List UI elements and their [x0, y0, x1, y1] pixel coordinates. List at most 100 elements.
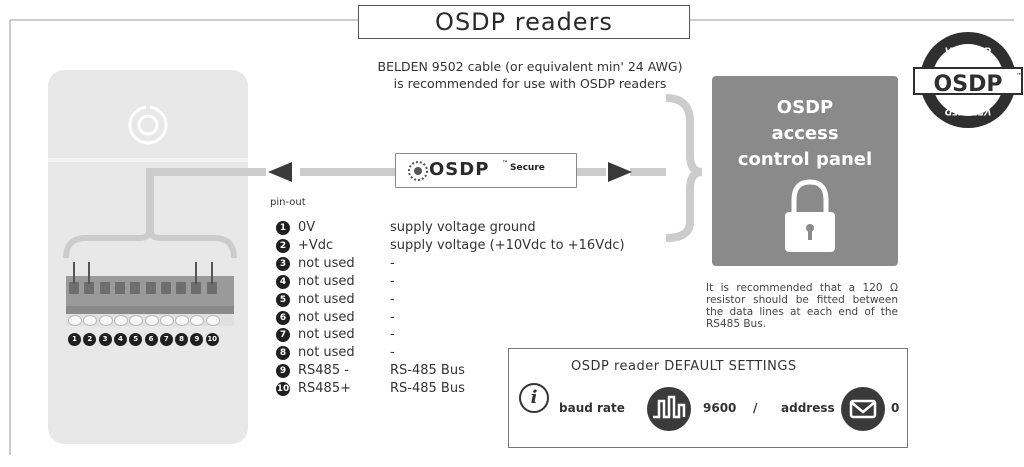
terminal-hole [175, 315, 190, 326]
access-control-panel [712, 76, 898, 266]
terminal-hole [205, 315, 220, 326]
pin-description: supply voltage ground [390, 220, 536, 235]
svg-text:VERIFIED: VERIFIED [945, 47, 992, 57]
terminal-wire [73, 262, 75, 284]
panel-title: OSDP access control panel [712, 95, 898, 173]
pin-description: - [390, 291, 395, 307]
pin-name: not used [298, 309, 355, 325]
terminal-number: 2 [83, 333, 97, 346]
lock-icon [785, 179, 835, 252]
osdp-chip-logo: OSDP [429, 159, 490, 180]
pin-row: 9 RS485 - RS-485 Bus [276, 362, 676, 380]
terminal-hole [113, 315, 128, 326]
arrow-right-icon [608, 162, 632, 182]
pin-description: - [390, 345, 395, 361]
svg-text:™: ™ [1016, 72, 1023, 80]
reader-logo-icon [128, 103, 168, 145]
terminal-hole [129, 315, 144, 326]
terminal-number: 4 [113, 333, 127, 346]
terminal-number: 8 [175, 333, 189, 346]
cable-note-line2: is recommended for use with OSDP readers [393, 76, 667, 91]
pin-number: 10 [276, 382, 290, 397]
panel-title-line2: access [771, 123, 839, 144]
terminal-hole [68, 315, 82, 326]
default-settings-box: OSDP reader DEFAULT SETTINGS i baud rate… [508, 348, 908, 448]
osdp-verified-badge-icon: OSDP ™ VERIFIED VERIFIED [913, 32, 1023, 128]
terminal-number: 6 [144, 333, 158, 346]
terminal-hole [144, 315, 159, 326]
terminal-number: 10 [205, 333, 219, 346]
terminal-screw [99, 282, 110, 294]
pin-row: 6 not used - [276, 309, 676, 327]
terminal-hole [190, 315, 205, 326]
pin-row: 8 not used - [276, 344, 676, 362]
cable-note-line1: BELDEN 9502 cable (or equivalent min' 24… [377, 59, 683, 74]
terminal-number: 3 [98, 333, 112, 346]
terminal-screw [130, 282, 141, 294]
terminal-hole [83, 315, 98, 326]
pin-description: supply voltage (+10Vdc to +16Vdc) [390, 237, 625, 253]
pin-number: 2 [276, 238, 290, 253]
pin-number: 1 [276, 221, 290, 235]
terminal-hole [98, 315, 113, 326]
info-icon: i [519, 383, 549, 413]
cable-note: BELDEN 9502 cable (or equivalent min' 24… [330, 58, 730, 92]
osdp-chip-tm: ™ [502, 160, 508, 167]
terminal-screw [160, 282, 171, 294]
page-title: OSDP readers [358, 5, 690, 39]
osdp-chip-icon [408, 161, 428, 181]
terminal-wire [210, 262, 213, 284]
pin-number: 8 [276, 346, 290, 361]
resistor-note: It is recommended that a 120 Ω resistor … [706, 282, 898, 330]
pin-name: RS485 - [298, 363, 349, 379]
reader-body [48, 70, 248, 444]
terminal-number: 7 [159, 333, 173, 346]
terminal-screw [176, 282, 187, 294]
osdp-chip-secure-label: Secure [510, 163, 545, 173]
pin-number: 4 [276, 274, 290, 289]
pin-name: not used [298, 345, 355, 361]
waveform-icon [647, 387, 691, 431]
pinout-label: pin-out [270, 197, 306, 208]
pin-number: 6 [276, 310, 290, 325]
pin-description: - [390, 327, 395, 343]
terminal-screw [145, 282, 156, 294]
pin-number: 7 [276, 328, 290, 343]
pin-row: 5 not used - [276, 291, 676, 309]
pin-description: - [390, 273, 395, 289]
terminal-screw [191, 282, 202, 294]
pin-number: 9 [276, 364, 290, 379]
pin-number: 3 [276, 256, 290, 271]
panel-title-line1: OSDP [776, 97, 834, 118]
settings-separator: / [753, 401, 758, 415]
terminal-screw [206, 282, 217, 294]
panel-title-line3: control panel [737, 149, 873, 170]
pin-number: 5 [276, 292, 290, 307]
pin-row: 2 +Vdc supply voltage (+10Vdc to +16Vdc) [276, 237, 676, 255]
svg-text:VERIFIED: VERIFIED [944, 106, 991, 116]
svg-text:OSDP: OSDP [934, 72, 1003, 97]
terminal-wire [195, 262, 198, 284]
envelope-icon [841, 387, 885, 431]
terminal-screw [69, 282, 79, 294]
arrow-left-icon [268, 162, 292, 182]
address-value: 0 [891, 401, 900, 415]
baud-rate-value: 9600 [703, 401, 737, 415]
terminal-screw [114, 282, 125, 294]
baud-rate-label: baud rate [559, 401, 625, 415]
settings-title: OSDP reader DEFAULT SETTINGS [571, 359, 797, 374]
pin-name: not used [298, 291, 355, 307]
address-label: address [781, 401, 835, 415]
pin-description: RS-485 Bus [390, 381, 465, 397]
pin-description: - [390, 309, 395, 325]
pin-name: +Vdc [298, 237, 334, 253]
pin-row: 7 not used - [276, 326, 676, 344]
pin-name: not used [298, 327, 355, 343]
pin-description: RS-485 Bus [390, 363, 465, 379]
terminal-number: 5 [129, 333, 143, 346]
terminal-screw [84, 282, 95, 294]
